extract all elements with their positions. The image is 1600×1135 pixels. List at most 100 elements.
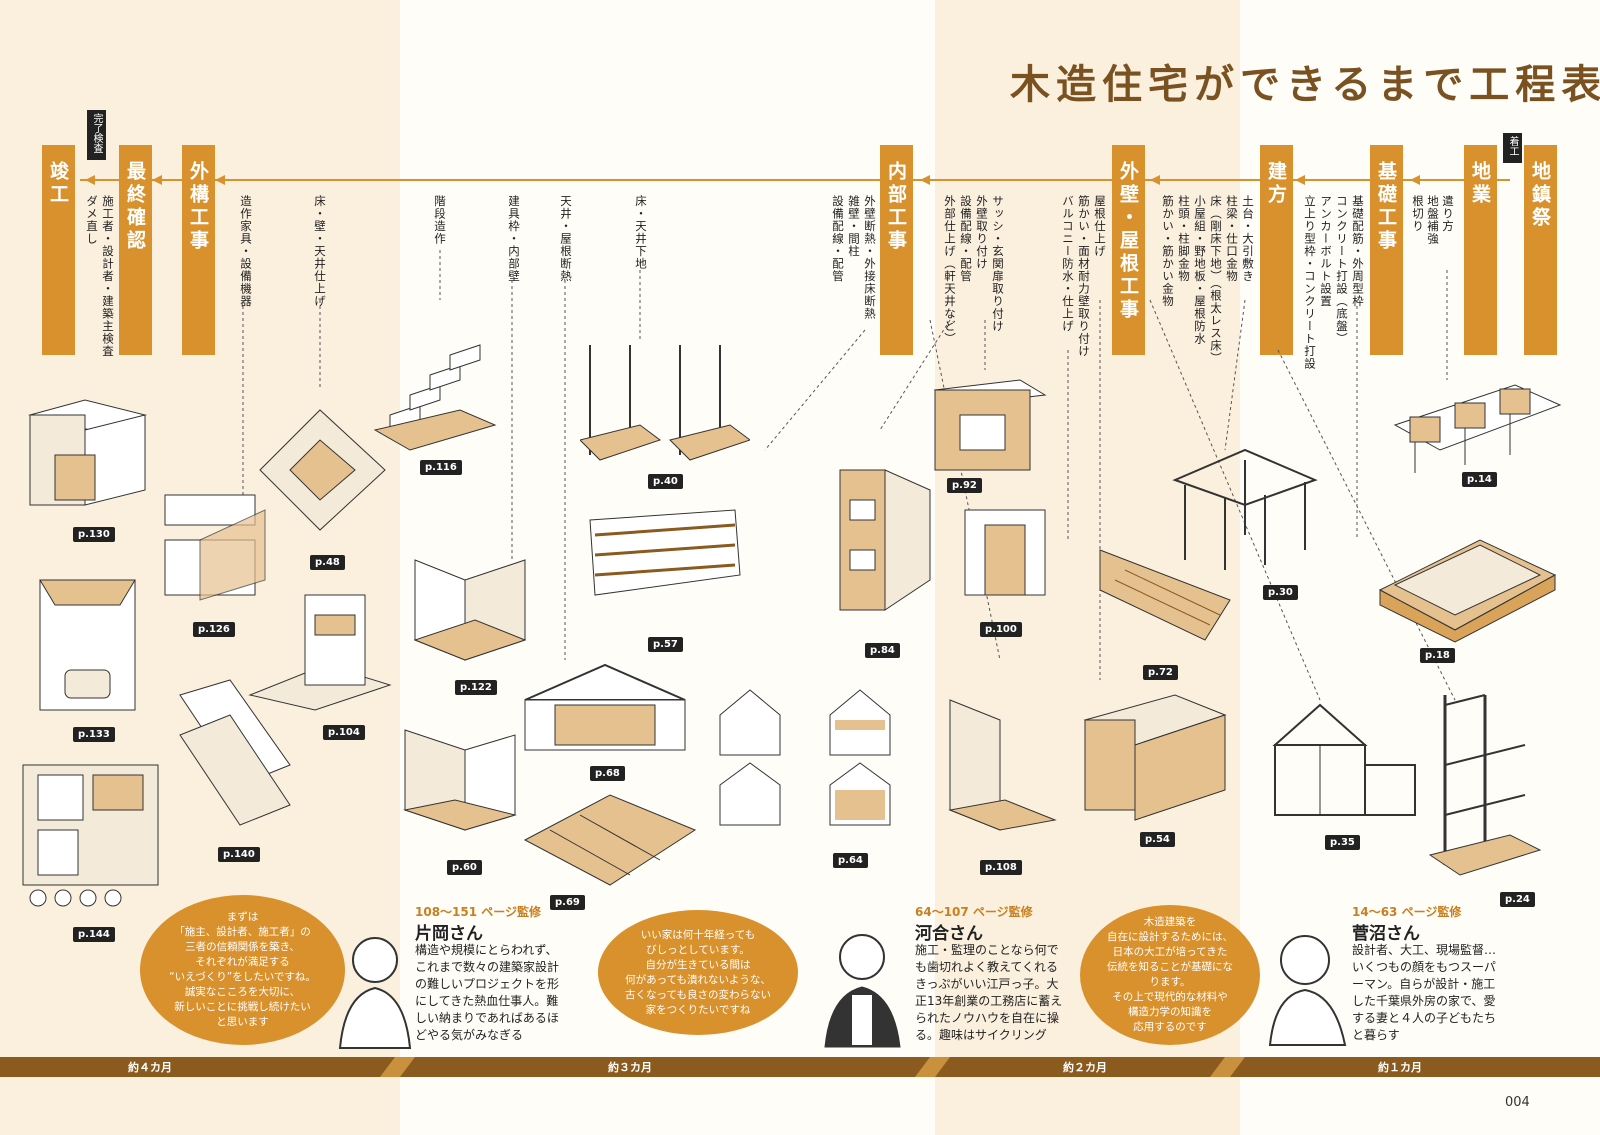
task-tatekata-3: 床（剛床下地）（根太レス床）: [1209, 195, 1223, 365]
page-ref-p35: p.35: [1325, 835, 1360, 850]
start-tag: 着工: [1503, 133, 1522, 163]
page-ref-p122: p.122: [455, 680, 497, 695]
supervisor-1-name: 菅沼さん: [1352, 924, 1420, 944]
page-ref-p64: p.64: [833, 853, 868, 868]
supervisor-3-name: 片岡さん: [415, 924, 483, 944]
page-ref-p104: p.104: [323, 725, 365, 740]
task-naibu-2: 外壁取り付け: [975, 195, 989, 270]
phase-jichinsai: 地鎮祭: [1524, 145, 1557, 355]
page-ref-p68: p.68: [590, 766, 625, 781]
supervisor-2-desc: 施工・監理のことなら何でも歯切れよく教えてくれるきっぷがいい江戸っ子。大 正13…: [915, 943, 1063, 1042]
phase-tatekata: 建方: [1260, 145, 1293, 355]
task-tatekata-4: 小屋組・野地板・屋根防水: [1193, 195, 1207, 345]
page-ref-p14: p.14: [1462, 472, 1497, 487]
task-tatekata-2: 柱梁・仕口金物: [1225, 195, 1239, 283]
illustration-bathroom: [39, 579, 136, 711]
page-ref-p60: p.60: [447, 860, 482, 875]
task-naibu-6: 雑壁・間柱: [847, 195, 861, 258]
task-naibu-12: 床・壁・天井仕上げ: [313, 195, 327, 308]
task-naibu-13: 造作家具・設備機器: [239, 195, 253, 308]
page-ref-p108: p.108: [980, 860, 1022, 875]
phase-gaiheki: 外壁・屋根工事: [1112, 145, 1145, 355]
task-kiso-2: コンクリート打設（底盤）: [1335, 195, 1349, 345]
supervisor-3-range: 108〜151 ページ監修: [415, 905, 542, 919]
page-ref-p24: p.24: [1500, 892, 1535, 907]
page-ref-p30: p.30: [1263, 585, 1298, 600]
task-naibu-10: 建具枠・内部壁: [507, 195, 521, 283]
task-naibu-11: 階段造作: [433, 195, 447, 245]
task-gaiheki-2: 筋かい・面材耐力壁取り付け: [1077, 195, 1091, 358]
portrait-kawai: [824, 934, 901, 1048]
illustration-house-sections: [719, 689, 891, 826]
page-ref-p130: p.130: [73, 527, 115, 542]
task-jigyo-2: 地盤補強: [1426, 195, 1440, 245]
phase-kiso: 基礎工事: [1370, 145, 1403, 355]
illustration-wall-panels: [1083, 694, 1227, 821]
phase-naibu: 内部工事: [880, 145, 913, 355]
illustration-exterior-wall: [839, 469, 931, 611]
task-naibu-1: サッシ・玄関扉取り付け: [991, 195, 1005, 333]
task-tatekata-6: 筋かい・筋かい金物: [1161, 195, 1175, 308]
illustration-roof-insulation: [524, 663, 686, 751]
page-ref-p69: p.69: [550, 895, 585, 910]
page-ref-p18: p.18: [1420, 648, 1455, 663]
page-ref-p100: p.100: [980, 622, 1022, 637]
supervisor-1-range: 14〜63 ページ監修: [1352, 905, 1462, 919]
phase-jigyo: 地業: [1464, 145, 1497, 355]
task-tatekata-1: 土台・大引敷き: [1241, 195, 1255, 283]
supervisor-2-range: 64〜107 ページ監修: [915, 905, 1033, 919]
inspection-tag: 完了検査: [87, 110, 106, 160]
duration-1-month: 約１カ月: [1378, 1061, 1422, 1074]
illustration-staircase: [373, 344, 497, 451]
page-number: 004: [1505, 1095, 1530, 1110]
illustration-foundation-forms: [1393, 384, 1562, 473]
duration-bar: [0, 1057, 1600, 1077]
page-ref-p126: p.126: [193, 622, 235, 637]
illustration-column-frame: [1428, 694, 1542, 876]
illustration-ceiling-frame: [589, 509, 741, 596]
portrait-kataoka: [338, 937, 412, 1049]
page-ref-p140: p.140: [218, 847, 260, 862]
page-ref-p133: p.133: [73, 727, 115, 742]
page-ref-p144: p.144: [73, 927, 115, 942]
page-ref-p57: p.57: [648, 637, 683, 652]
illustration-foundation-slab: [1378, 539, 1557, 643]
task-jigyo-1: 遣り方: [1441, 195, 1455, 233]
duration-3-months: 約３カ月: [608, 1061, 652, 1074]
supervisor-1-desc: 設計者、大工、現場監督…いくつもの顔をもつスーパーマン。自らが設計・施工 した千…: [1352, 943, 1497, 1042]
page-ref-p48: p.48: [310, 555, 345, 570]
task-naibu-7: 設備配線・配管: [831, 195, 845, 283]
duration-2-months: 約２カ月: [1063, 1061, 1107, 1074]
illustration-floor-plan: [22, 764, 159, 907]
task-kakunin-2: ダメ直し: [85, 195, 99, 245]
task-kakunin-1: 施工者・設計者・建築主検査: [101, 195, 115, 358]
speech-bubble-kataoka: まずは「施主、設計者、施工者」の三者の信頼関係を築き、 それぞれが満足する“いえ…: [140, 895, 345, 1045]
illustration-entrance-door: [964, 509, 1046, 596]
task-gaiheki-3: バルコニー防水・仕上げ: [1061, 195, 1075, 333]
illustration-roof-underside: [523, 794, 697, 886]
illustration-floor-frame: [580, 345, 750, 461]
illustration-interior-room: [948, 699, 1057, 831]
task-naibu-9: 天井・屋根断熱: [559, 195, 573, 283]
task-kiso-1: 基礎配筋・外周型枠: [1351, 195, 1365, 308]
illustration-built-in-furniture: [248, 594, 392, 711]
task-kiso-3: アンカーボルト設置: [1319, 195, 1333, 308]
phase-shunko: 竣工: [42, 145, 75, 355]
illustration-floor-finish: [259, 409, 386, 531]
speech-bubble-kawai: いい家は何十年経ってもびしっとしています。自分が生きている間は 何があっても潰れ…: [598, 910, 798, 1035]
portrait-suganuma: [1268, 935, 1347, 1046]
duration-4-months: 約４カ月: [128, 1061, 172, 1074]
speech-bubble-suganuma: 木造建築を自在に設計するためには、日本の大工が培ってきた 伝統を知ることが基礎に…: [1080, 905, 1260, 1045]
page-ref-p54: p.54: [1140, 832, 1175, 847]
task-naibu-5: 外壁断熱・外接床断熱: [863, 195, 877, 320]
illustration-house-frame: [1272, 703, 1416, 816]
page-title: 木造住宅ができるまで工程表: [1010, 61, 1600, 108]
illustration-system-kitchen: [179, 679, 291, 826]
illustration-roofing: [1099, 549, 1231, 641]
illustration-room-shelves: [28, 399, 147, 506]
page-ref-p116: p.116: [420, 460, 462, 475]
task-naibu-8: 床・天井下地: [634, 195, 648, 270]
task-tatekata-5: 柱頭・柱脚金物: [1177, 195, 1191, 283]
phase-kakunin: 最終確認: [119, 145, 152, 355]
